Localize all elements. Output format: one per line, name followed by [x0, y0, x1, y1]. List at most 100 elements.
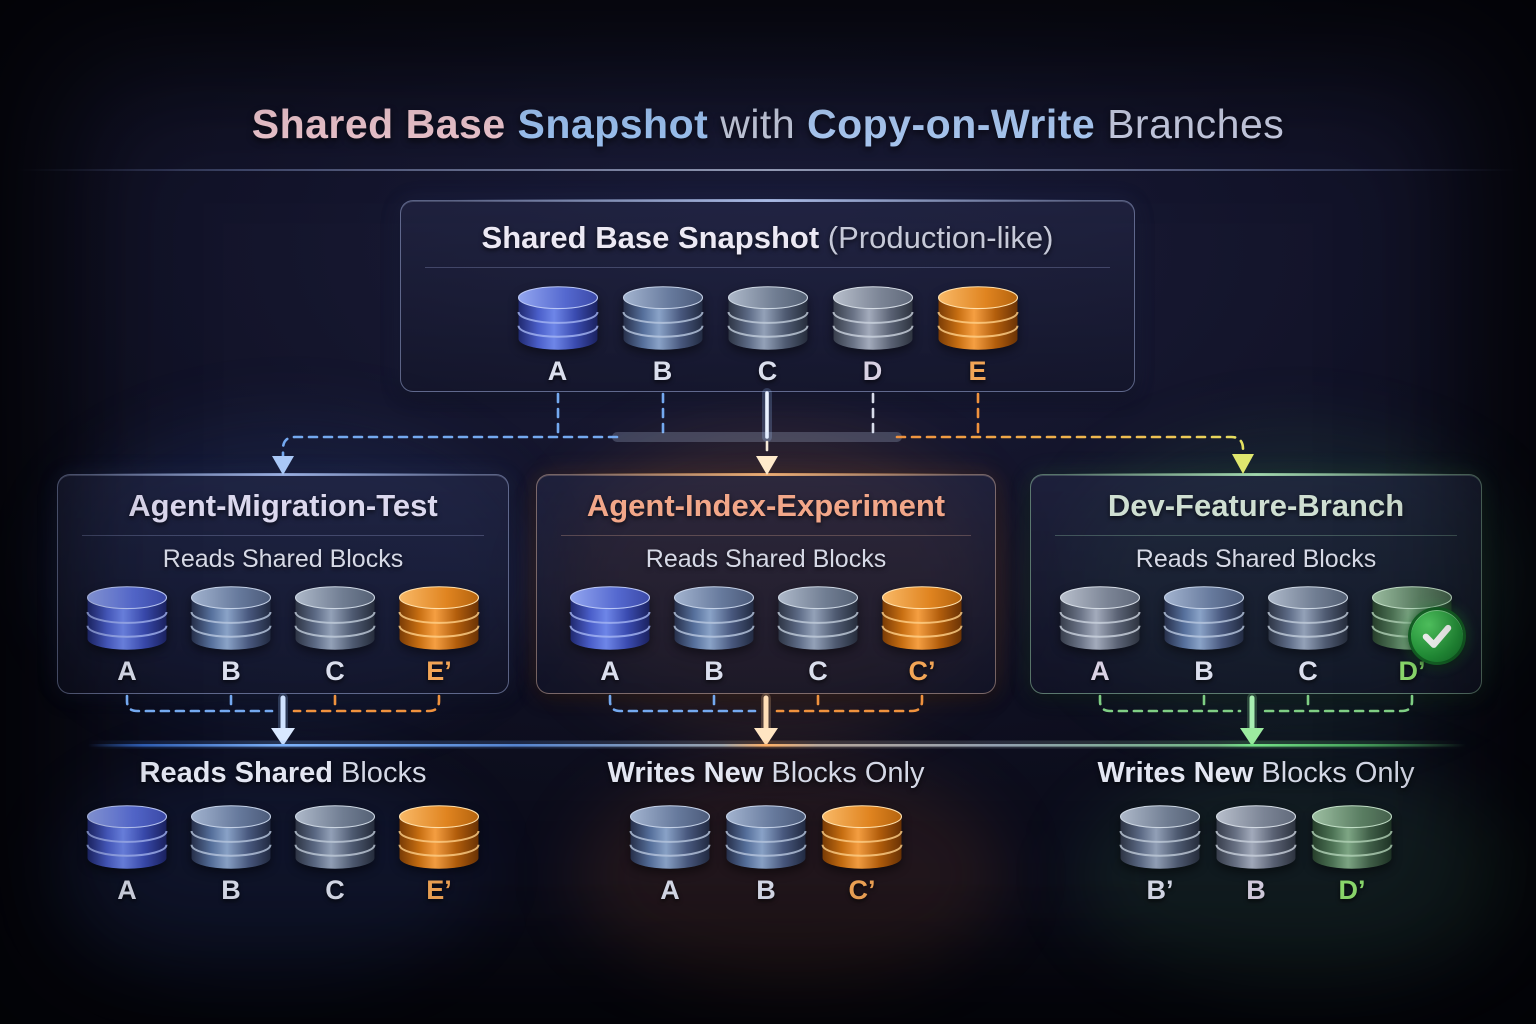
block-label: E’	[426, 875, 452, 905]
block: B	[189, 803, 273, 906]
base-blocks-row: A B C D E	[401, 284, 1134, 387]
base-box-title: Shared Base Snapshot (Production-like)	[481, 220, 1054, 255]
block: C’	[880, 584, 964, 687]
bottom-rail	[88, 744, 1466, 747]
block-label: A	[547, 356, 568, 386]
branch-box-agent-index-experiment: Agent-Index-Experiment Reads Shared Bloc…	[536, 473, 996, 694]
title-divider	[16, 169, 1520, 171]
title-cow: Copy-on-Write	[807, 101, 1096, 147]
block-label: B	[652, 356, 673, 386]
block-label: D	[862, 356, 883, 386]
block: C	[776, 584, 860, 687]
block-label: C’	[908, 656, 936, 686]
block-label: C	[757, 356, 778, 386]
block-label: C	[808, 656, 828, 686]
block: A	[628, 803, 712, 906]
branch-blocks-row: A B C E’	[58, 584, 508, 687]
block: A	[85, 803, 169, 906]
block: B	[1162, 584, 1246, 687]
block-label: C’	[848, 875, 876, 905]
bottom-blocks-row: A B C E’	[57, 803, 509, 906]
database-icon	[1266, 584, 1350, 655]
page-title: Shared Base Snapshot with Copy-on-Write …	[0, 101, 1536, 148]
database-icon	[1214, 803, 1298, 874]
database-icon	[936, 284, 1020, 355]
block: A	[1058, 584, 1142, 687]
block: C	[293, 803, 377, 906]
arrow-from-branch-1	[271, 728, 295, 746]
block: A	[85, 584, 169, 687]
block: B	[724, 803, 808, 906]
branch-box-dev-feature-branch: Dev-Feature-Branch Reads Shared Blocks A…	[1030, 473, 1482, 694]
block-label: A	[117, 656, 137, 686]
title-with: with	[708, 101, 808, 147]
bottom-blocks-row: A B C’	[536, 803, 996, 906]
block: B	[1214, 803, 1298, 906]
block: C’	[820, 803, 904, 906]
block-label: E	[968, 356, 987, 386]
wire-horizontal-right	[895, 435, 1245, 455]
bottom-group-writes-new-1: Writes New Blocks Only A B C’	[536, 757, 996, 906]
database-icon	[568, 584, 652, 655]
database-icon	[189, 803, 273, 874]
title-snapshot: Snapshot	[517, 101, 709, 147]
block: A	[516, 284, 600, 387]
arrow-from-branch-3	[1240, 728, 1264, 746]
database-icon	[726, 284, 810, 355]
branch-title: Agent-Migration-Test	[128, 488, 438, 523]
database-icon	[85, 584, 169, 655]
database-icon	[85, 803, 169, 874]
database-icon	[880, 584, 964, 655]
bottom-group-label: Writes New Blocks Only	[607, 757, 925, 789]
block: B	[621, 284, 705, 387]
database-icon	[831, 284, 915, 355]
base-snapshot-box: Shared Base Snapshot (Production-like) A…	[400, 199, 1135, 392]
branch-title: Agent-Index-Experiment	[586, 488, 946, 523]
block-label: B	[1246, 875, 1266, 905]
block: A	[568, 584, 652, 687]
bottom-group-writes-new-2: Writes New Blocks Only B’ B D’	[1030, 757, 1482, 906]
database-icon	[621, 284, 705, 355]
database-icon	[1118, 803, 1202, 874]
block: B	[189, 584, 273, 687]
block-label: C	[325, 875, 345, 905]
arrow-to-branch-3	[1232, 454, 1254, 474]
block-label: B’	[1146, 875, 1174, 905]
block-label: D’	[1398, 656, 1426, 686]
database-icon	[189, 584, 273, 655]
database-icon	[628, 803, 712, 874]
block-label: C	[325, 656, 345, 686]
database-icon	[776, 584, 860, 655]
bottom-blocks-row: B’ B D’	[1030, 803, 1482, 906]
database-icon	[293, 803, 377, 874]
database-icon	[293, 584, 377, 655]
branch-box-agent-migration-test: Agent-Migration-Test Reads Shared Blocks…	[57, 473, 509, 694]
block: D	[831, 284, 915, 387]
box-divider	[425, 267, 1110, 268]
database-icon	[672, 584, 756, 655]
wire-horizontal-left	[281, 435, 619, 458]
block-label: B	[221, 656, 241, 686]
block: E	[936, 284, 1020, 387]
branch-subtitle: Reads Shared Blocks	[645, 545, 887, 573]
block-label: B	[704, 656, 724, 686]
branch-subtitle: Reads Shared Blocks	[1135, 545, 1377, 573]
database-icon	[1162, 584, 1246, 655]
database-icon	[820, 803, 904, 874]
branch-blocks-row: A B C D’	[1031, 584, 1481, 687]
branch-title: Dev-Feature-Branch	[1107, 488, 1405, 523]
block: B’	[1118, 803, 1202, 906]
branch-blocks-row: A B C C’	[537, 584, 995, 687]
block-label: A	[600, 656, 620, 686]
block: E’	[397, 584, 481, 687]
block: C	[293, 584, 377, 687]
check-badge-icon	[1408, 607, 1466, 665]
bottom-group-label: Writes New Blocks Only	[1097, 757, 1415, 789]
block-label: A	[117, 875, 137, 905]
branch-subtitle: Reads Shared Blocks	[162, 545, 404, 573]
block-label: D’	[1338, 875, 1366, 905]
block-label: B	[221, 875, 241, 905]
bottom-group-reads-shared: Reads Shared Blocks A B C E’	[57, 757, 509, 906]
block-label: E’	[426, 656, 452, 686]
